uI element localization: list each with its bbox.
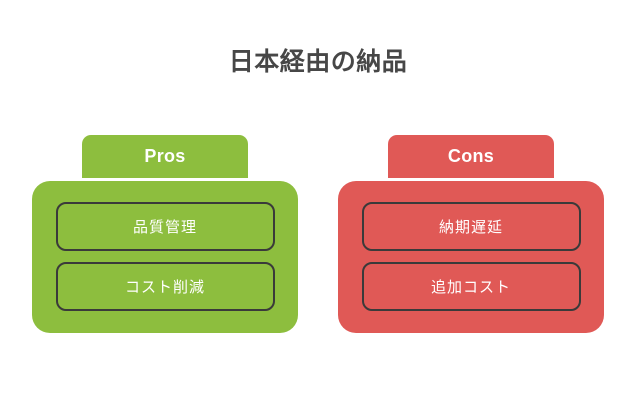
cons-item-additional-cost: 追加コスト	[361, 262, 581, 311]
pros-group: Pros 品質管理 コスト削減	[32, 135, 298, 335]
cons-item-delivery-delay: 納期遅延	[361, 202, 581, 251]
cons-body: 納期遅延 追加コスト	[338, 181, 604, 333]
pros-body: 品質管理 コスト削減	[32, 181, 298, 333]
pros-header: Pros	[82, 135, 248, 178]
pros-item-cost-reduction: コスト削減	[55, 262, 275, 311]
diagram-title: 日本経由の納品	[228, 48, 408, 76]
cons-group: Cons 納期遅延 追加コスト	[338, 135, 604, 335]
cons-header: Cons	[388, 135, 554, 178]
pros-item-quality-control: 品質管理	[55, 202, 275, 251]
